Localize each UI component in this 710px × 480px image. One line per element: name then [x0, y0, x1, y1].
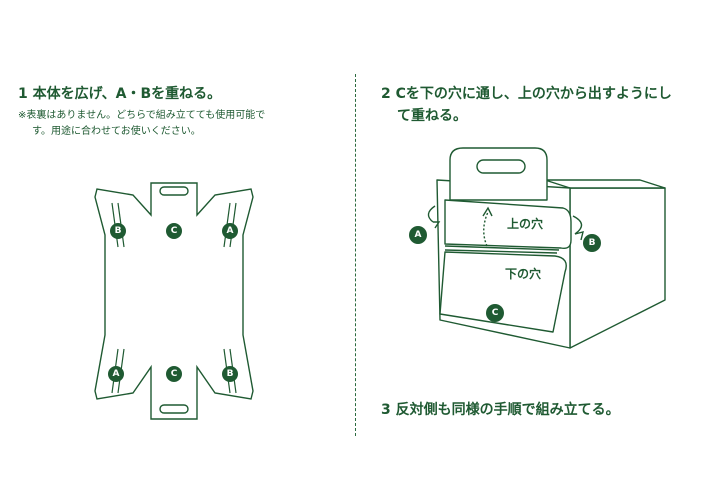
flat-badge-top-right: A	[222, 223, 238, 239]
svg-text:A: A	[113, 369, 120, 379]
step1-title: 1 本体を広げ、A・Bを重ねる。	[18, 86, 222, 102]
flat-badge-top-left: B	[110, 223, 126, 239]
box-handle-hole	[476, 159, 526, 174]
box-badge-a: A	[409, 226, 427, 244]
box-assembly-diagram: 上の穴 下の穴 A B C	[409, 147, 666, 349]
step2-title-line1: 2 Cを下の穴に通し、上の穴から出すようにし	[381, 86, 672, 102]
flat-bag-diagram: B C A A C B	[94, 182, 254, 420]
flap-c	[439, 251, 567, 333]
bottom-handle-hole	[159, 404, 189, 414]
box-badge-b: B	[583, 234, 601, 252]
svg-text:A: A	[415, 230, 422, 240]
step1-note-line2: す。用途に合わせてお使いください。	[32, 126, 201, 137]
svg-text:A: A	[227, 226, 234, 236]
box-handle-panel	[449, 147, 548, 201]
upper-hole-label: 上の穴	[507, 216, 543, 231]
box-right-face	[569, 187, 666, 349]
column-divider	[355, 74, 356, 436]
step1-note-line1: ※表裏はありません。どちらで組み立てても使用可能で	[18, 110, 266, 121]
flat-badge-bottom-center: C	[166, 366, 182, 382]
svg-text:B: B	[115, 226, 122, 236]
lower-hole-label: 下の穴	[505, 266, 541, 281]
svg-text:C: C	[171, 369, 178, 379]
flat-badge-top-center: C	[166, 223, 182, 239]
box-badge-c: C	[486, 304, 504, 322]
svg-text:B: B	[589, 238, 596, 248]
flat-bag-outline	[94, 182, 254, 420]
flat-badge-bottom-right: B	[222, 366, 238, 382]
svg-text:C: C	[492, 308, 499, 318]
svg-text:B: B	[227, 369, 234, 379]
svg-text:C: C	[171, 226, 178, 236]
top-handle-hole	[159, 186, 189, 196]
step3-title: 3 反対側も同様の手順で組み立てる。	[381, 402, 620, 418]
step2-title-line2: て重ねる。	[397, 108, 467, 124]
flat-badge-bottom-left: A	[108, 366, 124, 382]
